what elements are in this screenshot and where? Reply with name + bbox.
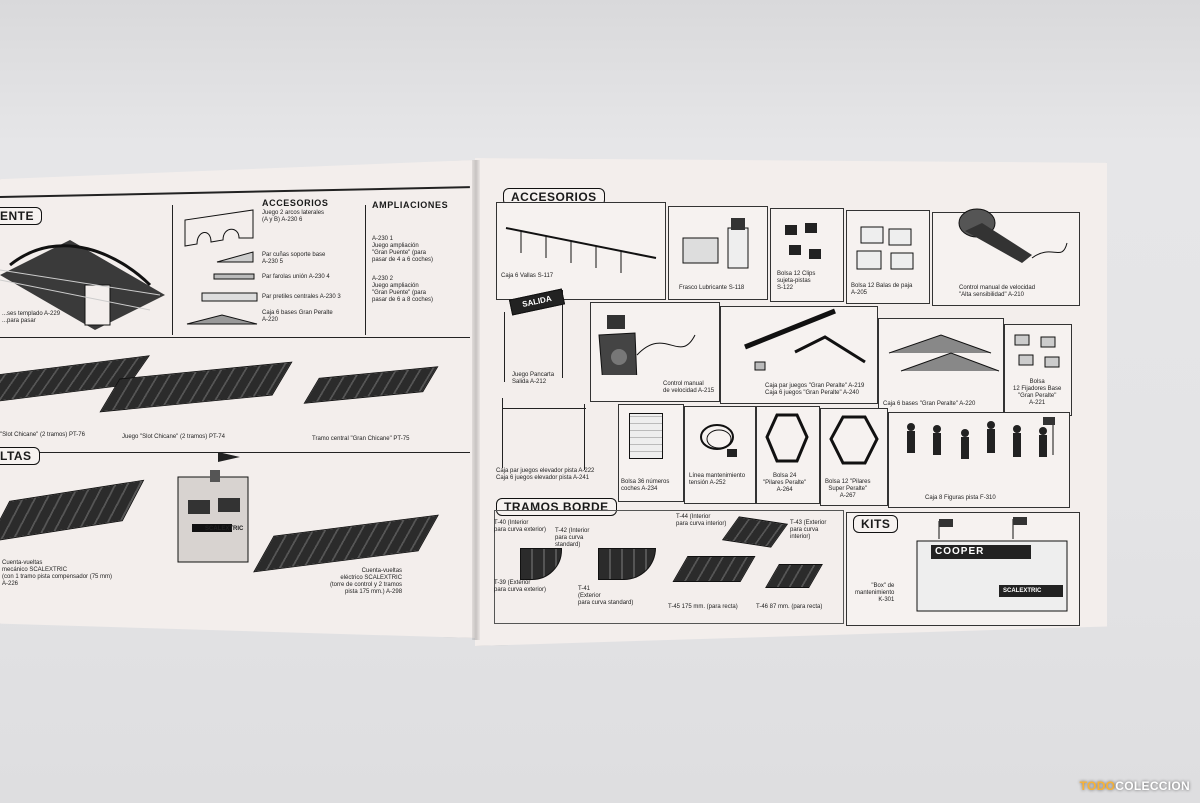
balas-cell: Bolsa 12 Balas de paja A-205 <box>846 210 930 304</box>
vallas-cell: Caja 6 Vallas S-117 <box>496 202 666 300</box>
elevador-cell: Caja par juegos elevador pista A-222 Caj… <box>494 396 614 494</box>
item-caption: Bolsa 12 "Pilares Super Peralte" A-267 <box>825 479 871 499</box>
item-caption: Bolsa 36 números coches A-234 <box>621 479 670 492</box>
cooper-box-illustration <box>916 517 1068 612</box>
item-caption: Caja 8 Figuras pista F-310 <box>925 495 996 501</box>
gran-peralte-cell: Caja par juegos "Gran Peralte" A-219 Caj… <box>720 306 878 404</box>
scalextric-tag: SCALEXTRIC <box>205 526 244 532</box>
bases-illustration <box>186 314 258 325</box>
kit-caption: "Box" de mantenimiento K-301 <box>855 583 895 603</box>
page-fold <box>472 160 480 640</box>
clips-illustration <box>785 223 821 259</box>
item-caption: Caja 6 Vallas S-117 <box>501 273 554 279</box>
hay-bales-illustration <box>856 226 914 270</box>
arches-illustration <box>184 209 254 247</box>
item-caption: Bolsa 12 Balas de paja A-205 <box>851 283 913 296</box>
section-header-vueltas: LTAS <box>0 447 40 465</box>
ampliacion-caption: A-230 1 Juego ampliación "Gran Puente" (… <box>372 236 434 263</box>
item-caption: Juego Pancarta Salida A-212 <box>512 372 555 385</box>
lap-counter-caption: Cuenta-vueltas eléctrico SCALEXTRIC (tor… <box>330 568 403 595</box>
pilares12-cell: Bolsa 12 "Pilares Super Peralte" A-267 <box>820 408 888 506</box>
divider <box>0 452 470 453</box>
section-header-puente: ENTE <box>0 207 43 225</box>
cooper-sign: COOPER <box>935 546 985 557</box>
item-caption: Caja par juegos "Gran Peralte" A-219 Caj… <box>765 383 865 396</box>
watermark-brand-a: TODO <box>1079 779 1116 793</box>
kits-panel: KITS COOPER SCALEXTRIC "Box" de mantenim… <box>846 512 1080 626</box>
divider <box>365 205 366 335</box>
fixers-illustration <box>1014 334 1060 368</box>
railing-illustration <box>201 292 258 302</box>
watermark-brand-b: COLECCION <box>1115 779 1190 793</box>
figures-illustration <box>907 417 1055 459</box>
speed-control-illustration <box>598 315 696 375</box>
tramo-caption: T-44 (Interior para curva interior) <box>676 514 727 527</box>
control-manual-cell: Control manual de velocidad A-215 <box>590 302 720 402</box>
numeros-cell: Bolsa 36 números coches A-234 <box>618 404 684 502</box>
bridge-illustration <box>0 240 165 330</box>
hand-controller-illustration <box>958 208 1068 263</box>
pilares24-cell: Bolsa 24 "Pilares Peralte" A-264 <box>756 406 820 504</box>
accesorio-caption: Juego 2 arcos laterales (A y B) A-230 6 <box>262 210 325 223</box>
bases-illustration <box>888 334 1000 372</box>
item-caption: Línea mantenimiento tensión A-252 <box>689 473 746 486</box>
ampliaciones-heading: AMPLIACIONES <box>372 200 449 210</box>
banking-supports-illustration <box>744 308 866 371</box>
linea-cell: Línea mantenimiento tensión A-252 <box>684 406 756 504</box>
tramo-caption: T-46 87 mm. (para recta) <box>756 604 823 610</box>
item-caption: Bolsa 24 "Pilares Peralte" A-264 <box>763 473 807 493</box>
tramo-caption: T-43 (Exterior para curva interior) <box>790 520 827 540</box>
lamp-illustration <box>213 273 255 280</box>
accesorio-caption: Par farolas unión A-230 4 <box>262 274 330 280</box>
wedge-illustration <box>216 251 254 263</box>
divider <box>0 337 470 338</box>
ampliacion-caption: A-230 2 Juego ampliación "Gran Puente" (… <box>372 276 434 303</box>
divider <box>172 205 173 335</box>
figuras-cell: Caja 8 Figuras pista F-310 <box>888 412 1070 508</box>
accesorio-caption: Par pretiles centrales A-230 3 <box>262 294 341 300</box>
scalextric-kit-tag: SCALEXTRIC <box>1003 588 1042 594</box>
tramo-caption: T-41 (Exterior para curva standard) <box>578 586 634 606</box>
fijadores-cell: Bolsa 12 Fijadores Base "Gran Peralte" A… <box>1004 324 1072 416</box>
chicane-caption: Juego "Slot Chicane" (2 tramos) PT-74 <box>122 434 225 440</box>
tramos-panel <box>494 510 844 624</box>
bases-peralte-cell: Caja 6 bases "Gran Peralte" A-220 <box>878 318 1004 414</box>
tramo-caption: T-40 (Interior para curva exterior) <box>494 520 547 533</box>
bridge-caption: ...ses templado A-229 ...para pasar <box>2 311 61 324</box>
numbers-sheet-illustration <box>629 413 663 459</box>
section-header-kits: KITS <box>853 515 899 533</box>
lap-counter-caption: Cuenta-vueltas mecánico SCALEXTRIC (con … <box>2 560 113 587</box>
section-header-accesorios: ACCESORIOS <box>503 188 605 206</box>
clips-cell: Bolsa 12 Clips sujeta-pistas S-122 <box>770 208 844 302</box>
lubricant-illustration <box>682 218 749 269</box>
item-caption: Control manual de velocidad "Alta sensib… <box>959 285 1036 298</box>
control-tower-illustration <box>177 452 249 563</box>
chicane-caption: "Slot Chicane" (2 tramos) PT-76 <box>0 432 85 438</box>
item-caption: Bolsa 12 Fijadores Base "Gran Peralte" A… <box>1013 379 1062 406</box>
fences-illustration <box>505 227 657 273</box>
tramo-caption: T-42 (Interior para curva standard) <box>555 528 590 548</box>
item-caption: Caja par juegos elevador pista A-222 Caj… <box>496 468 595 481</box>
accesorio-caption: Par cuñas soporte base A-230 5 <box>262 252 326 265</box>
watermark-logo: TODOCOLECCION <box>1080 779 1190 793</box>
pillars-illustration <box>765 413 809 463</box>
tramo-caption: T-45 175 mm. (para recta) <box>668 604 738 610</box>
item-caption: Frasco Lubricante S-118 <box>679 285 745 291</box>
tramo-caption: T-39 (Exterior para curva exterior) <box>494 580 547 593</box>
item-caption: Bolsa 12 Clips sujeta-pistas S-122 <box>777 271 816 291</box>
chicane-caption: Tramo central "Gran Chicane" PT-75 <box>312 436 410 442</box>
salida-cell: SALIDA Juego Pancarta Salida A-212 <box>496 288 588 392</box>
item-caption: Caja 6 bases "Gran Peralte" A-220 <box>883 401 976 407</box>
control-alta-cell: Control manual de velocidad "Alta sensib… <box>932 208 1080 306</box>
item-caption: Control manual de velocidad A-215 <box>663 381 715 394</box>
accesorios-heading-left: ACCESORIOS <box>262 198 329 208</box>
lubricante-cell: Frasco Lubricante S-118 <box>668 206 768 300</box>
super-pillars-illustration <box>829 415 879 465</box>
wire-coil-illustration <box>700 424 737 457</box>
accesorio-caption: Caja 6 bases Gran Peralte A-220 <box>262 310 333 323</box>
